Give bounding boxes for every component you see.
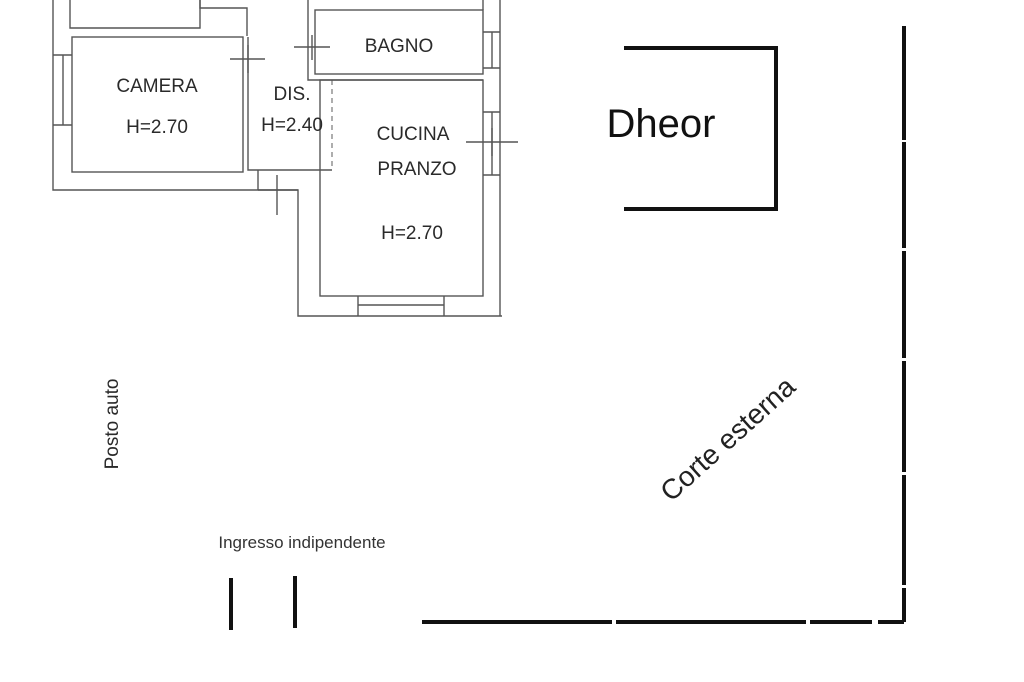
ingresso-label: Ingresso indipendente: [218, 533, 385, 552]
pranzo-label: PRANZO: [377, 159, 456, 180]
bagno-room-outline: [314, 9, 484, 75]
cucina-height: H=2.70: [381, 223, 443, 244]
logo-bracket: [624, 46, 778, 211]
apartment-walls: [52, 0, 518, 317]
camera-outer-wall: [52, 0, 258, 191]
dis-height: H=2.40: [261, 115, 323, 136]
bagno-label: BAGNO: [365, 36, 434, 57]
cucina-bottom-window: [357, 296, 445, 316]
camera-window: [53, 54, 72, 126]
bagno-window: [483, 31, 500, 69]
dheor-logo: Dheor: [607, 102, 716, 146]
camera-label: CAMERA: [116, 76, 198, 97]
dis-label: DIS.: [274, 84, 311, 105]
door-tick-marks: [230, 35, 518, 215]
corte-esterna-label: Corte esterna: [654, 370, 801, 507]
camera-height: H=2.70: [126, 117, 188, 138]
top-room-outer-wall: [199, 0, 248, 36]
camera-room-outline: [71, 36, 244, 173]
top-room-wall: [69, 0, 201, 29]
dis-entry-wall: [257, 170, 502, 317]
posto-auto-label: Posto auto: [102, 379, 123, 470]
cucina-label: CUCINA: [377, 124, 450, 145]
dis-corridor-wall: [247, 37, 332, 171]
corte-esterna-boundary: [422, 26, 906, 624]
cucina-room-outline: [319, 79, 484, 297]
